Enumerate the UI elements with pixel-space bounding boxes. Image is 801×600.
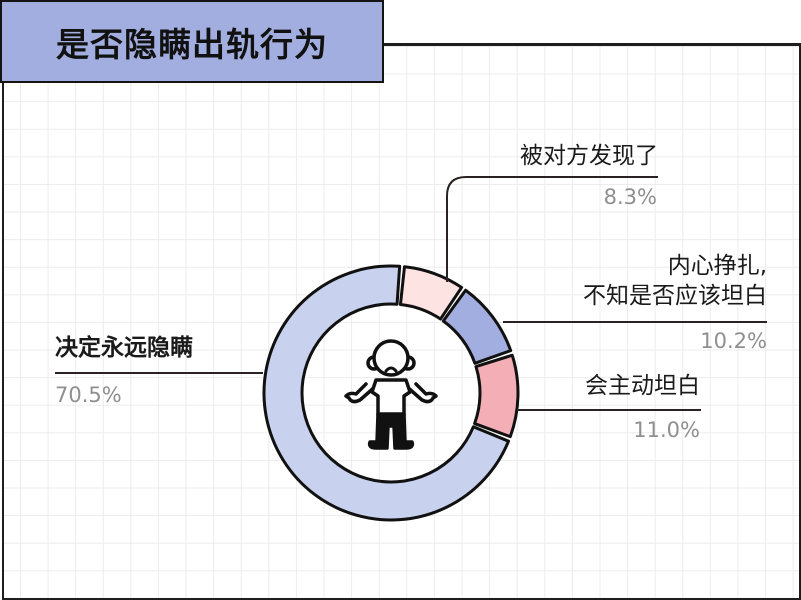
leader-lines	[55, 176, 767, 411]
donut-slices	[262, 264, 520, 522]
slice-struggle	[441, 288, 513, 365]
shrugging-person-icon	[344, 339, 438, 450]
leader-line-discovered	[446, 176, 658, 282]
label-struggle-line2: 不知是否应该坦白	[583, 283, 767, 309]
slice-confess	[473, 353, 520, 439]
pct-confess: 11.0%	[633, 418, 700, 442]
label-decide-conceal: 决定永远隐瞒	[55, 335, 193, 361]
chart-title: 是否隐瞒出轨行为	[56, 24, 328, 64]
title-banner: 是否隐瞒出轨行为	[0, 0, 384, 83]
slice-decide-conceal	[262, 264, 511, 522]
label-discovered: 被对方发现了	[520, 143, 658, 169]
pct-discovered: 8.3%	[603, 185, 657, 209]
label-confess: 会主动坦白	[585, 373, 700, 399]
label-struggle-line1: 内心挣扎,	[667, 253, 767, 279]
pct-decide-conceal: 70.5%	[55, 383, 122, 407]
pct-struggle: 10.2%	[700, 329, 767, 353]
